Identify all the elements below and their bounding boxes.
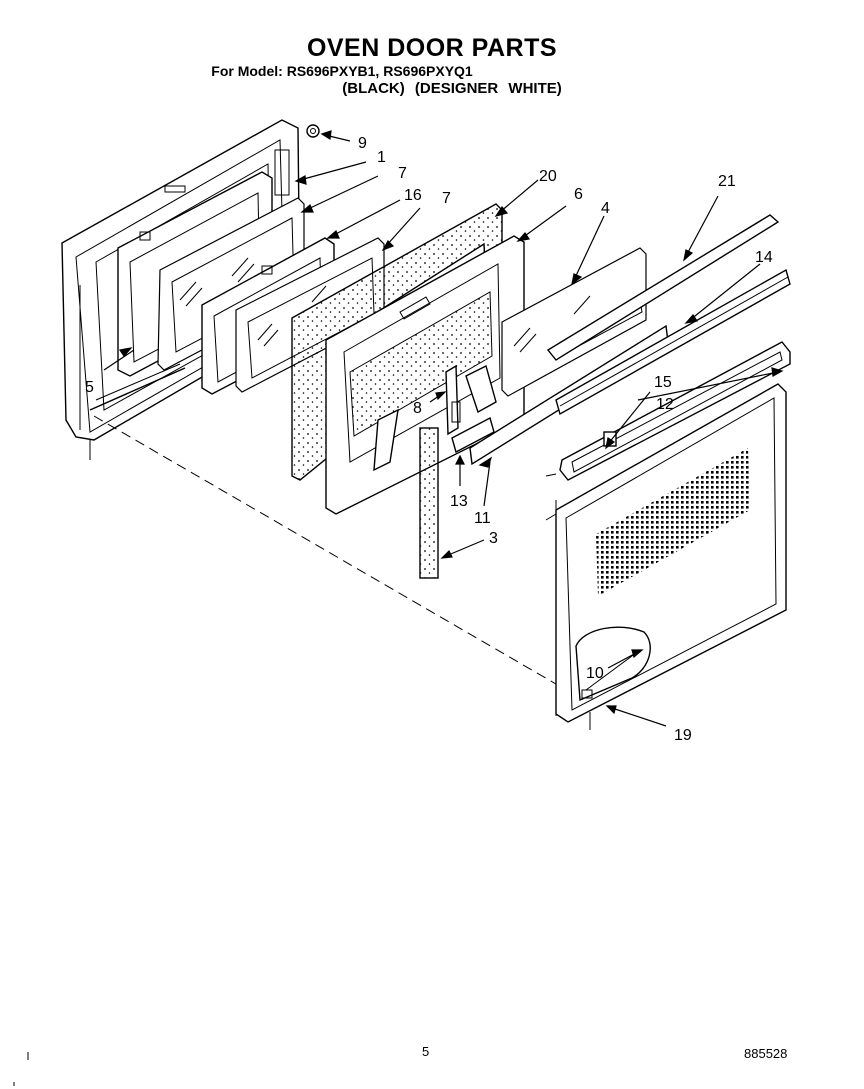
callout-10: 10: [586, 665, 604, 682]
color-variants: (BLACK) (DESIGNER WHITE): [342, 80, 562, 97]
callout-20: 20: [539, 168, 557, 185]
callout-13: 13: [450, 493, 468, 510]
page-number: 5: [422, 1044, 430, 1059]
callout-5: 5: [85, 379, 94, 396]
document-code: 885528: [744, 1046, 788, 1061]
screw: [306, 124, 320, 138]
callout-7-rear: 7: [398, 165, 407, 182]
door-bracket-pair: [373, 364, 497, 472]
callout-9: 9: [358, 135, 367, 152]
callout-16: 16: [404, 187, 422, 204]
model-line: For Model: RS696PXYB1, RS696PXYQ1: [211, 63, 473, 79]
glass-panel-front: [501, 247, 647, 397]
callout-14: 14: [755, 249, 773, 266]
page-title: OVEN DOOR PARTS: [306, 34, 558, 62]
callout-6: 6: [574, 186, 583, 203]
callout-21: 21: [718, 173, 736, 190]
door-top-trim: [546, 214, 791, 416]
callout-19: 19: [674, 727, 692, 744]
callout-3: 3: [489, 530, 498, 547]
callout-12: 12: [656, 396, 674, 413]
side-insulation-strip: [419, 427, 439, 579]
hinge-channel: [445, 364, 461, 436]
callout-7-front: 7: [442, 190, 451, 207]
callout-1: 1: [377, 149, 386, 166]
callout-8: 8: [413, 400, 422, 417]
cutaway-detail: [575, 626, 651, 702]
callout-11: 11: [474, 510, 491, 527]
callout-4: 4: [601, 200, 610, 217]
leader-lines: [103, 130, 784, 727]
callout-15: 15: [654, 374, 672, 391]
